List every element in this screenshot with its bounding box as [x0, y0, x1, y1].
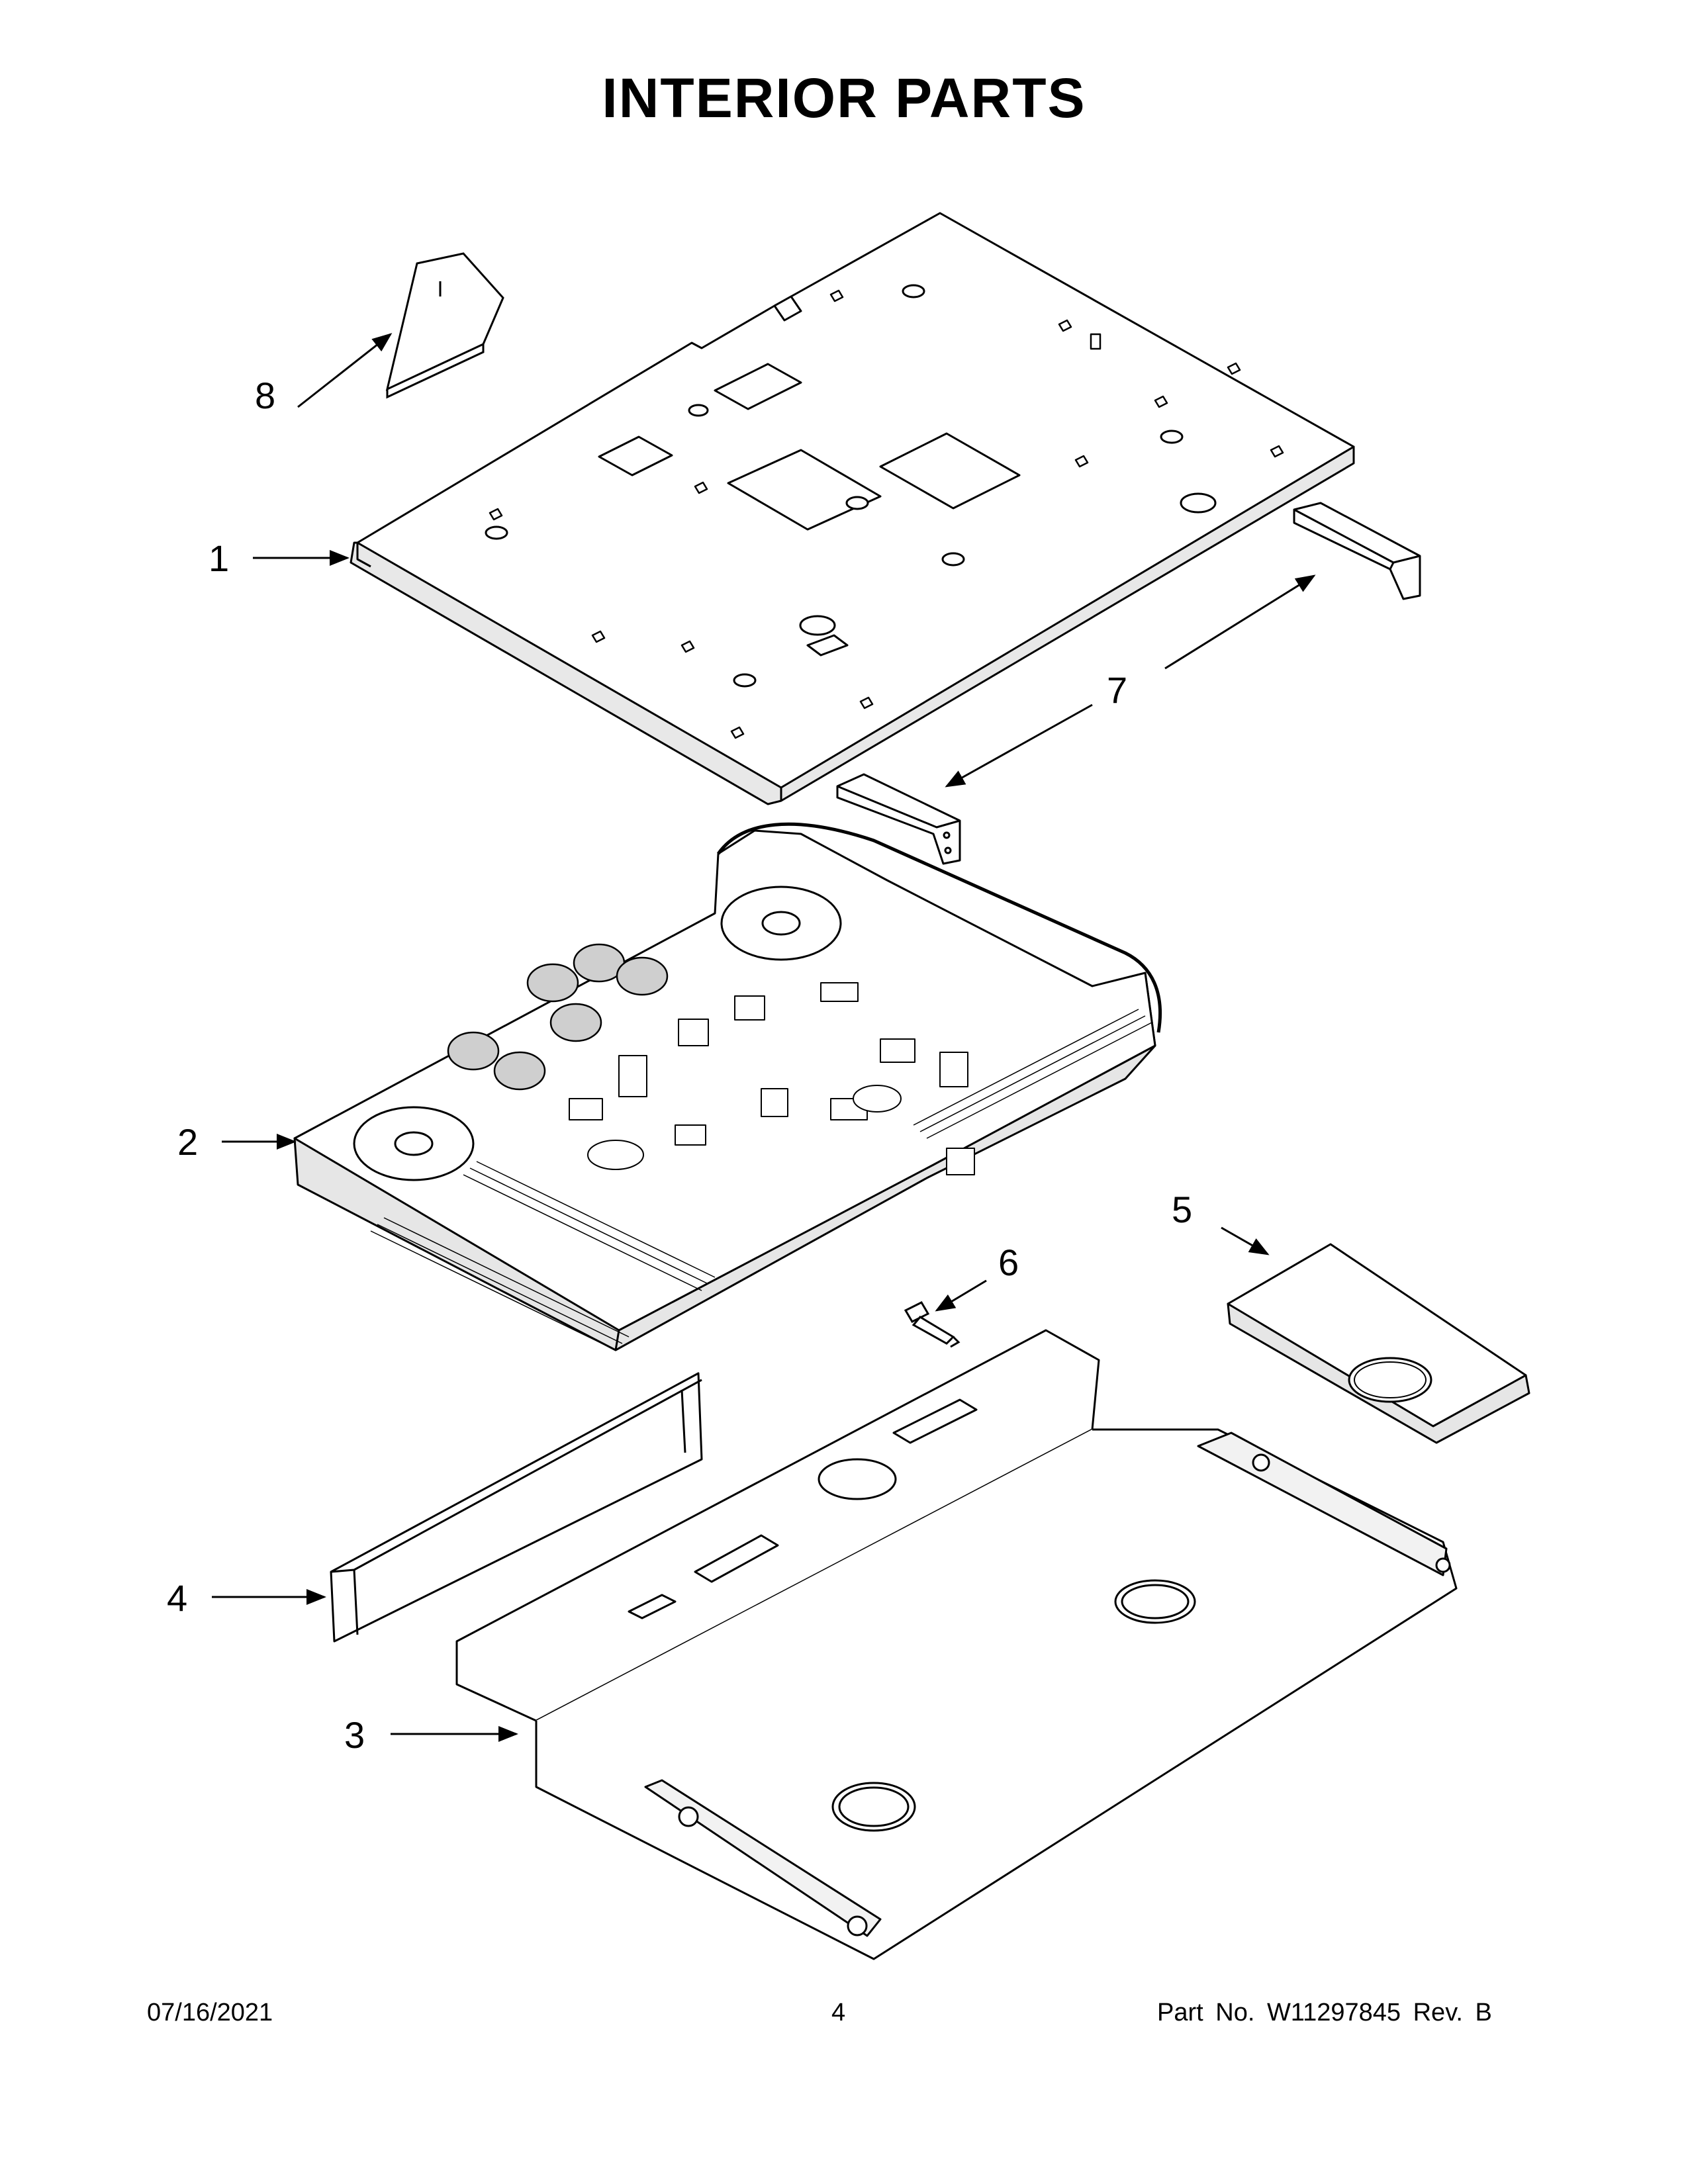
- callout-5: 5: [1172, 1189, 1193, 1230]
- part-6-screw: [904, 1301, 961, 1348]
- callout-7: 7: [1107, 669, 1128, 711]
- callout-4: 4: [167, 1577, 188, 1619]
- part-3-bottom-box: [455, 1329, 1458, 1960]
- callout-1: 1: [209, 537, 230, 579]
- footer-date: 07/16/2021: [147, 1999, 273, 2026]
- callout-3: 3: [344, 1714, 365, 1756]
- callout-8: 8: [255, 375, 276, 416]
- footer-part-number: Part No. W11297845 Rev. B: [1157, 1999, 1492, 2026]
- part-1-top-plate: [350, 212, 1355, 805]
- callout-6: 6: [998, 1242, 1019, 1283]
- part-8-bracket: [385, 252, 504, 399]
- footer-page-number: 4: [831, 1999, 846, 2026]
- part-2-generator-assembly: [293, 822, 1162, 1351]
- page-title: INTERIOR PARTS: [602, 67, 1086, 129]
- callout-2: 2: [177, 1121, 199, 1163]
- part-4-side-cover: [330, 1372, 703, 1643]
- leader-arrows: [212, 333, 1316, 1742]
- part-5-fan-cover: [1227, 1243, 1530, 1444]
- part-7-brackets: [836, 502, 1421, 865]
